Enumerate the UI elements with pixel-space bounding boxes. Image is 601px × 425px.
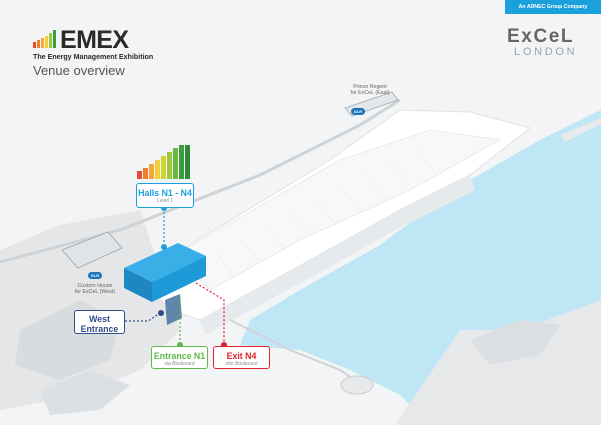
west-entrance-line2: Entrance	[80, 324, 119, 334]
west-entrance-line1: West	[89, 314, 110, 324]
excel-building-side	[200, 175, 475, 335]
east-station-label: Prince Regent for ExCeL (East)	[330, 84, 410, 96]
west-station-sub: for ExCeL (West)	[74, 289, 116, 295]
halls-n1-n4-left	[124, 268, 152, 302]
page-title: Venue overview	[33, 63, 125, 78]
excel-logo-main: ExCeL	[507, 26, 575, 47]
exit-n4-callout[interactable]: Exit N4 into Boulevard	[213, 346, 270, 369]
roof-ribs	[189, 146, 436, 291]
west-entrance-callout[interactable]: West Entrance	[74, 310, 125, 334]
exit-n4-connector	[195, 282, 225, 344]
halls-dot-bottom	[161, 244, 167, 250]
emex-logo-title: EMEX	[60, 26, 129, 54]
emex-logo-subtitle: The Energy Management Exhibition	[33, 53, 154, 61]
halls-callout[interactable]: Halls N1 - N4 Level 1	[136, 183, 194, 208]
dlr-line	[0, 98, 401, 264]
east-station-sub: for ExCeL (East)	[350, 90, 390, 96]
exit-n4-sub: into Boulevard	[225, 361, 258, 367]
west-dlr-icon: DLR	[88, 272, 102, 279]
excel-logo-sub: LONDON	[514, 46, 578, 58]
company-badge: An ADNEC Group Company	[505, 0, 601, 14]
west-entrance-connector	[125, 312, 161, 322]
south-bank-blocks	[470, 320, 560, 365]
halls-sub: Level 1	[156, 198, 174, 204]
halls-n1-n4-top	[124, 243, 206, 282]
entrance-n1-callout[interactable]: Entrance N1 via Boulevard	[151, 346, 208, 369]
quay	[560, 118, 601, 142]
halls-n1-n4-right	[152, 256, 206, 302]
pier-platform	[340, 375, 374, 395]
west-station-label: Custom House for ExCeL (West)	[60, 283, 130, 295]
west-entrance-structure	[165, 294, 182, 325]
east-dlr-icon: DLR	[351, 108, 365, 115]
energy-bars-graphic	[137, 145, 190, 179]
emex-logo: EMEX The Energy Management Exhibition	[33, 28, 153, 62]
west-entrance-dot	[158, 310, 164, 316]
west-station-name: Custom House	[77, 283, 113, 289]
custom-house-station	[61, 231, 123, 269]
west-blocks-2	[40, 370, 130, 415]
emex-bars-icon	[33, 30, 58, 48]
entrance-n1-sub: via Boulevard	[164, 361, 195, 367]
east-station-name: Prince Regent	[353, 84, 387, 90]
exit-n4-title: Exit N4	[226, 351, 257, 361]
excel-building-roof	[174, 129, 502, 291]
footbridge	[229, 319, 356, 381]
halls-title: Halls N1 - N4	[138, 188, 192, 198]
entrance-n1-title: Entrance N1	[153, 351, 206, 361]
